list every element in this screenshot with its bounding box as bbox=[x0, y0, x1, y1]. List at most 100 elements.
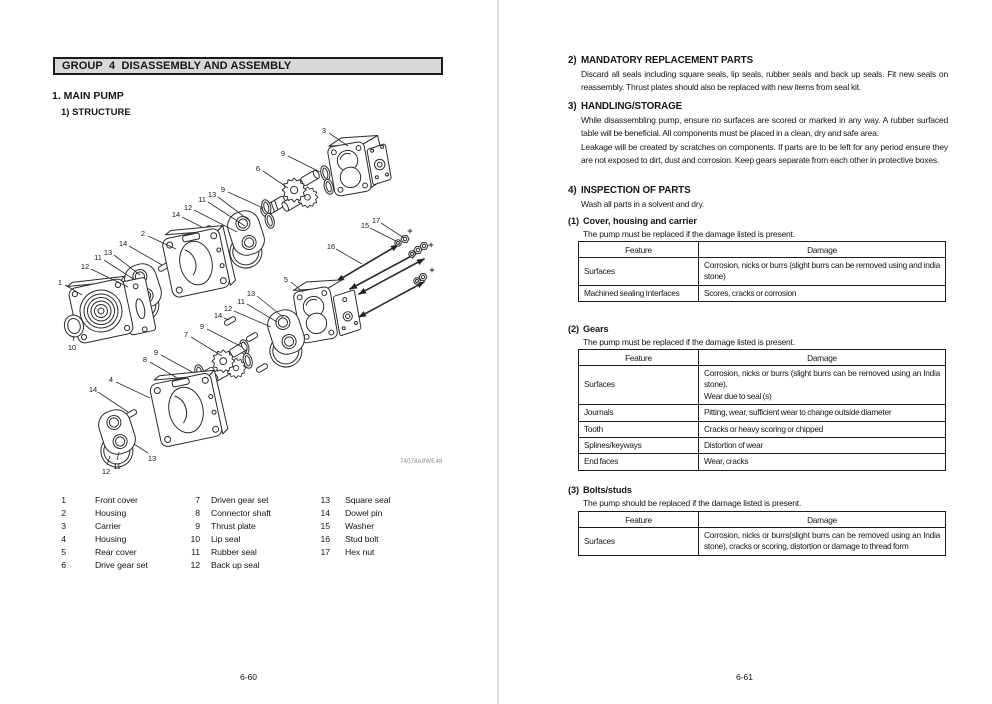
callout-line bbox=[287, 155, 321, 173]
section-title: 1. MAIN PUMP bbox=[52, 90, 124, 102]
dowel-pin bbox=[223, 315, 237, 327]
callout-line bbox=[103, 259, 136, 281]
callout-label: 3 bbox=[322, 126, 326, 135]
table-header-row: Feature Damage bbox=[578, 241, 946, 258]
subsection-heading: (3)Bolts/studs bbox=[568, 485, 632, 495]
callout-label: 14 bbox=[119, 239, 127, 248]
callout-label: 15 bbox=[361, 221, 369, 230]
damage-table-1: Feature Damage Surfaces Corrosion, nicks… bbox=[578, 241, 946, 303]
page-divider bbox=[497, 0, 499, 704]
table-row: Surfaces Corrosion, nicks or burrs (slig… bbox=[578, 257, 946, 286]
callout-label: 8 bbox=[143, 355, 147, 364]
callout-line bbox=[290, 281, 304, 293]
callout-label: 12 bbox=[81, 262, 89, 271]
callout-label: 1 bbox=[58, 278, 62, 287]
section-heading: 4)INSPECTION OF PARTS bbox=[568, 185, 691, 196]
callout-label: 12 bbox=[184, 203, 192, 212]
callout-line bbox=[64, 284, 83, 296]
callout-line bbox=[233, 310, 272, 328]
table-header-row: Feature Damage bbox=[578, 511, 946, 528]
stud-bolts bbox=[336, 244, 425, 318]
callout-line bbox=[207, 201, 246, 227]
callout-line bbox=[335, 248, 363, 265]
exploded-diagram: 3969131112142141311121101517165131112149… bbox=[58, 126, 435, 476]
housing-part bbox=[149, 369, 229, 447]
callout-line bbox=[97, 391, 129, 413]
callout-label: 9 bbox=[200, 322, 204, 331]
subsection-heading: (1)Cover, housing and carrier bbox=[568, 216, 697, 226]
callout-line bbox=[223, 317, 230, 321]
callout-label: 11 bbox=[113, 462, 121, 471]
callout-label: 14 bbox=[172, 210, 180, 219]
group-header: GROUP 4 DISASSEMBLY AND ASSEMBLY bbox=[53, 57, 443, 75]
callout-line bbox=[190, 336, 223, 357]
callout-label: 13 bbox=[104, 248, 112, 257]
callout-line bbox=[149, 361, 180, 380]
dowel-pin bbox=[255, 362, 269, 374]
col-header: Damage bbox=[698, 241, 946, 258]
callout-line bbox=[328, 132, 349, 147]
callout-line bbox=[206, 328, 243, 348]
figure-code: 74078A9WE48 bbox=[400, 459, 443, 465]
callout-label: 6 bbox=[256, 164, 260, 173]
callout-label: 11 bbox=[237, 297, 245, 306]
page-number-left: 6-60 bbox=[239, 672, 257, 682]
section-body: Discard all seals including square seals… bbox=[581, 69, 948, 93]
callout-line bbox=[160, 354, 195, 374]
callout-line bbox=[369, 227, 397, 242]
callout-line bbox=[133, 443, 149, 454]
callout-line bbox=[217, 196, 251, 222]
carrier-part bbox=[327, 135, 392, 197]
rear-cover bbox=[292, 279, 362, 344]
housing-part bbox=[162, 225, 236, 298]
col-header: Feature bbox=[578, 511, 699, 528]
table-header-row: Feature Damage bbox=[578, 349, 946, 366]
callout-line bbox=[256, 295, 284, 318]
table-row: Surfaces Corrosion, nicks or burrs (slig… bbox=[578, 364, 946, 406]
damage-table-2: Feature Damage Surfaces Corrosion, nicks… bbox=[578, 349, 946, 471]
callout-line bbox=[90, 268, 129, 288]
callout-line bbox=[128, 245, 163, 266]
callout-line bbox=[181, 216, 203, 228]
subsection-intro: The pump should be replaced if the damag… bbox=[583, 498, 802, 508]
callout-layer: 3969131112142141311121101517165131112149… bbox=[58, 126, 405, 476]
section-heading: 2)MANDATORY REPLACEMENT PARTS bbox=[568, 55, 754, 66]
callout-label: 11 bbox=[94, 253, 102, 262]
subsection-intro: The pump must be replaced if the damage … bbox=[583, 229, 795, 239]
washers-nuts bbox=[394, 228, 435, 285]
callout-line bbox=[106, 455, 111, 466]
lip-seal bbox=[63, 314, 85, 338]
col-header: Feature bbox=[578, 349, 699, 366]
section-body: While disassembling pump, ensure no surf… bbox=[581, 115, 948, 166]
table-row: Tooth Cracks or heavy scoring or chipped bbox=[578, 420, 946, 439]
callout-line bbox=[380, 222, 405, 239]
callout-label: 13 bbox=[247, 289, 255, 298]
callout-line bbox=[116, 451, 120, 461]
callout-label: 7 bbox=[184, 330, 188, 339]
callout-label: 14 bbox=[89, 385, 97, 394]
callout-label: 17 bbox=[372, 216, 380, 225]
table-row: End faces Wear, cracks bbox=[578, 453, 946, 471]
col-header: Damage bbox=[698, 511, 946, 528]
section-heading: 3)HANDLING/STORAGE bbox=[568, 101, 683, 112]
callout-line bbox=[262, 170, 289, 189]
callout-line bbox=[72, 335, 75, 342]
callout-label: 9 bbox=[281, 149, 285, 158]
callout-label: 4 bbox=[109, 375, 113, 384]
dowel-pin bbox=[245, 331, 259, 343]
callout-line bbox=[147, 235, 177, 250]
table-row: Journals Pitting, wear, sufficient wear … bbox=[578, 404, 946, 422]
